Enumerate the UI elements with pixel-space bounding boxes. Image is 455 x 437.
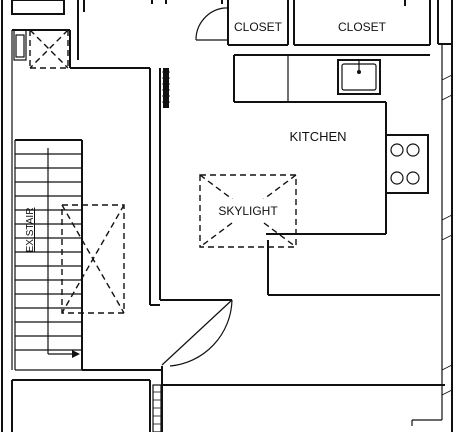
lower-walls xyxy=(11,366,445,432)
stair-label: EX STAIR xyxy=(25,208,36,253)
skylight-label: SKYLIGHT xyxy=(218,204,278,218)
cooktop-icon xyxy=(385,134,429,194)
shaft-box xyxy=(13,29,69,69)
closet-right-label: CLOSET xyxy=(338,20,387,34)
entry-door[interactable] xyxy=(82,299,233,371)
stair-enclosure-walls xyxy=(12,0,232,306)
stair-treads xyxy=(14,139,82,371)
right-wall-hatch xyxy=(441,74,453,396)
vertical-radiator-icon xyxy=(152,384,162,433)
closet-left-label: CLOSET xyxy=(234,20,283,34)
kitchen-island xyxy=(267,240,440,296)
kitchen-label: KITCHEN xyxy=(289,129,346,144)
sink-icon xyxy=(337,59,381,95)
radiator-icon xyxy=(162,68,170,108)
closet-door[interactable] xyxy=(195,7,228,41)
skylight-label-bg xyxy=(214,199,282,221)
stair-skylight-outline xyxy=(61,204,125,314)
